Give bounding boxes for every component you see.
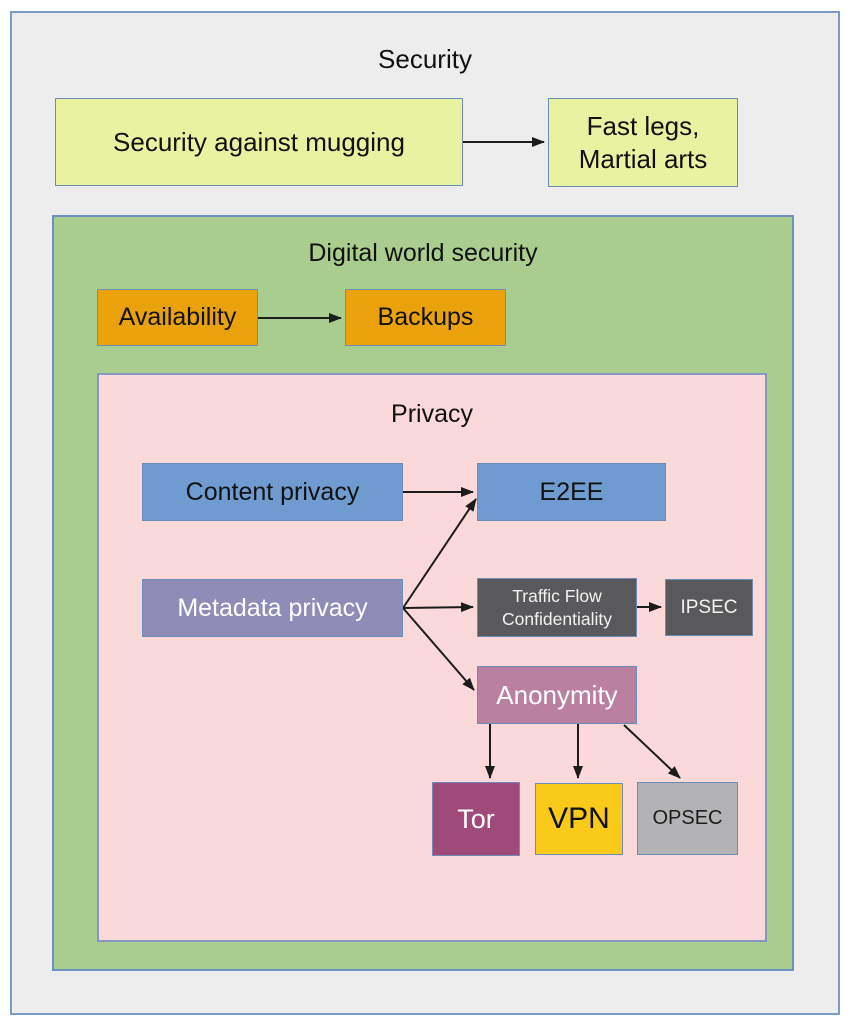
node-metadata-privacy: Metadata privacy	[142, 579, 403, 637]
node-security-against-mugging: Security against mugging	[55, 98, 463, 186]
node-traffic-flow-confidentiality: Traffic Flow Confidentiality	[477, 578, 637, 637]
node-vpn: VPN	[535, 783, 623, 855]
node-ipsec: IPSEC	[665, 579, 753, 636]
node-backups: Backups	[345, 289, 506, 346]
group-privacy	[97, 373, 767, 942]
node-tor: Tor	[432, 782, 520, 856]
node-content-privacy: Content privacy	[142, 463, 403, 521]
node-availability: Availability	[97, 289, 258, 346]
node-fast-legs-martial-arts: Fast legs, Martial arts	[548, 98, 738, 187]
node-opsec: OPSEC	[637, 782, 738, 855]
node-e2ee: E2EE	[477, 463, 666, 521]
node-anonymity: Anonymity	[477, 666, 637, 724]
